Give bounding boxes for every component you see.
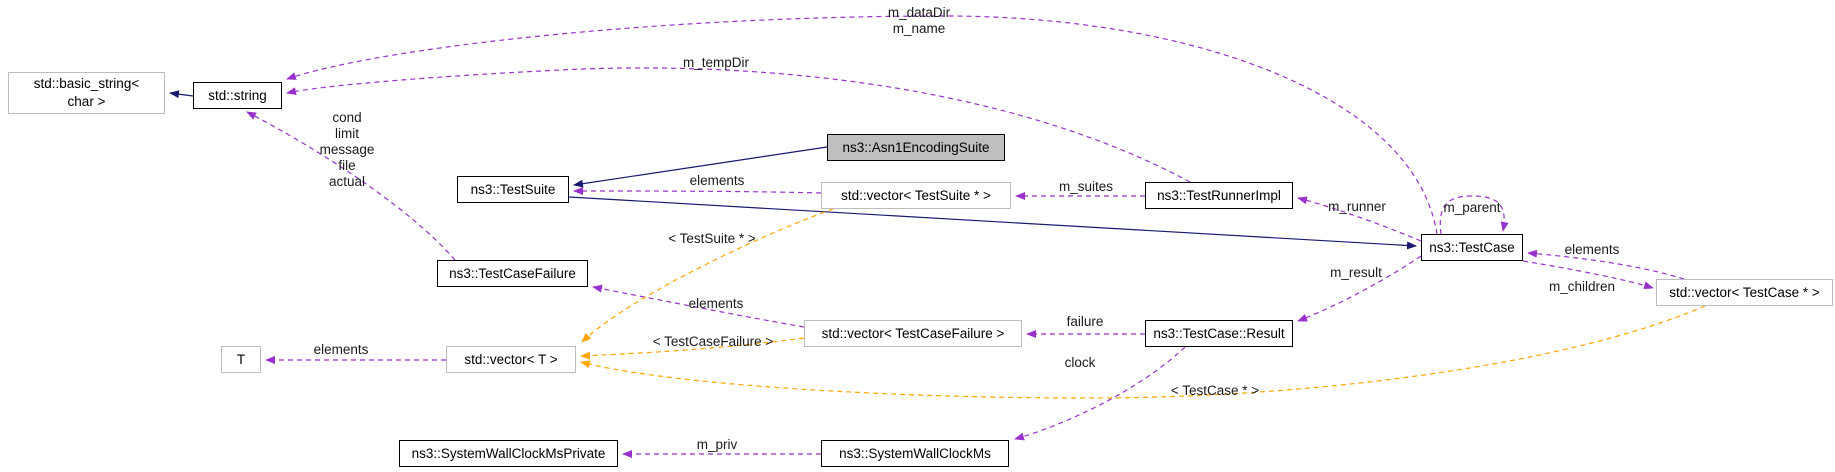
edge-clock xyxy=(1014,346,1186,441)
edge-label-m-tempdir: m_tempDir xyxy=(682,55,750,71)
node-ns3-systemwallclockmsprivate[interactable]: ns3::SystemWallClockMsPrivate xyxy=(399,440,618,467)
edge-m-tempdir xyxy=(286,67,1191,183)
node-ns3-testcase-result[interactable]: ns3::TestCase::Result xyxy=(1145,320,1293,347)
edge-string-inherits-basic-string xyxy=(169,90,194,99)
edge-label-failure: failure xyxy=(1066,314,1104,330)
edge-label-m-datadir-m-name: m_dataDir m_name xyxy=(887,5,951,36)
node-ns3-systemwallclockms[interactable]: ns3::SystemWallClockMs xyxy=(821,440,1009,467)
edge-label-m-result: m_result xyxy=(1330,265,1382,281)
edge-template-testsuite-ptr xyxy=(581,208,834,343)
node-ns3-testsuite[interactable]: ns3::TestSuite xyxy=(457,176,569,203)
node-ns3-testrunnerimpl[interactable]: ns3::TestRunnerImpl xyxy=(1145,182,1293,209)
node-ns3-asn1encodingsuite: ns3::Asn1EncodingSuite xyxy=(827,134,1005,161)
edge-label-elements-failures: elements xyxy=(688,296,744,312)
node-t: T xyxy=(221,346,261,373)
edge-label-m-priv: m_priv xyxy=(696,437,738,453)
node-std-vector-testcase-ptr: std::vector< TestCase * > xyxy=(1656,279,1833,306)
edge-label-m-parent: m_parent xyxy=(1443,200,1501,216)
node-ns3-testcasefailure[interactable]: ns3::TestCaseFailure xyxy=(437,260,588,287)
node-ns3-testcase[interactable]: ns3::TestCase xyxy=(1421,234,1523,261)
edge-label-template-testcase-ptr: < TestCase * > xyxy=(1170,383,1260,399)
edge-label-clock: clock xyxy=(1064,355,1096,371)
edge-label-elements-testcases: elements xyxy=(1564,242,1620,258)
edge-label-template-testcasefailure: < TestCaseFailure > xyxy=(652,334,774,350)
node-std-vector-testcasefailure: std::vector< TestCaseFailure > xyxy=(804,320,1022,347)
edge-label-elements-testsuites: elements xyxy=(689,173,745,189)
edge-template-testcase-ptr xyxy=(580,305,1706,399)
edge-label-m-suites: m_suites xyxy=(1058,179,1114,195)
node-std-vector-testsuite-ptr: std::vector< TestSuite * > xyxy=(821,182,1011,209)
edge-label-elements-t: elements xyxy=(313,342,369,358)
edge-elements-testsuites xyxy=(573,187,822,196)
edge-label-m-children: m_children xyxy=(1548,279,1616,295)
edge-label-testcasefailure-strings: cond limit message file actual xyxy=(319,110,375,189)
edge-label-template-testsuite-ptr: < TestSuite * > xyxy=(668,231,756,247)
node-std-vector-t: std::vector< T > xyxy=(446,346,576,373)
node-std-basic-string: std::basic_string< char > xyxy=(8,72,165,114)
node-std-string[interactable]: std::string xyxy=(193,82,282,109)
edge-label-m-runner: m_runner xyxy=(1328,199,1386,215)
